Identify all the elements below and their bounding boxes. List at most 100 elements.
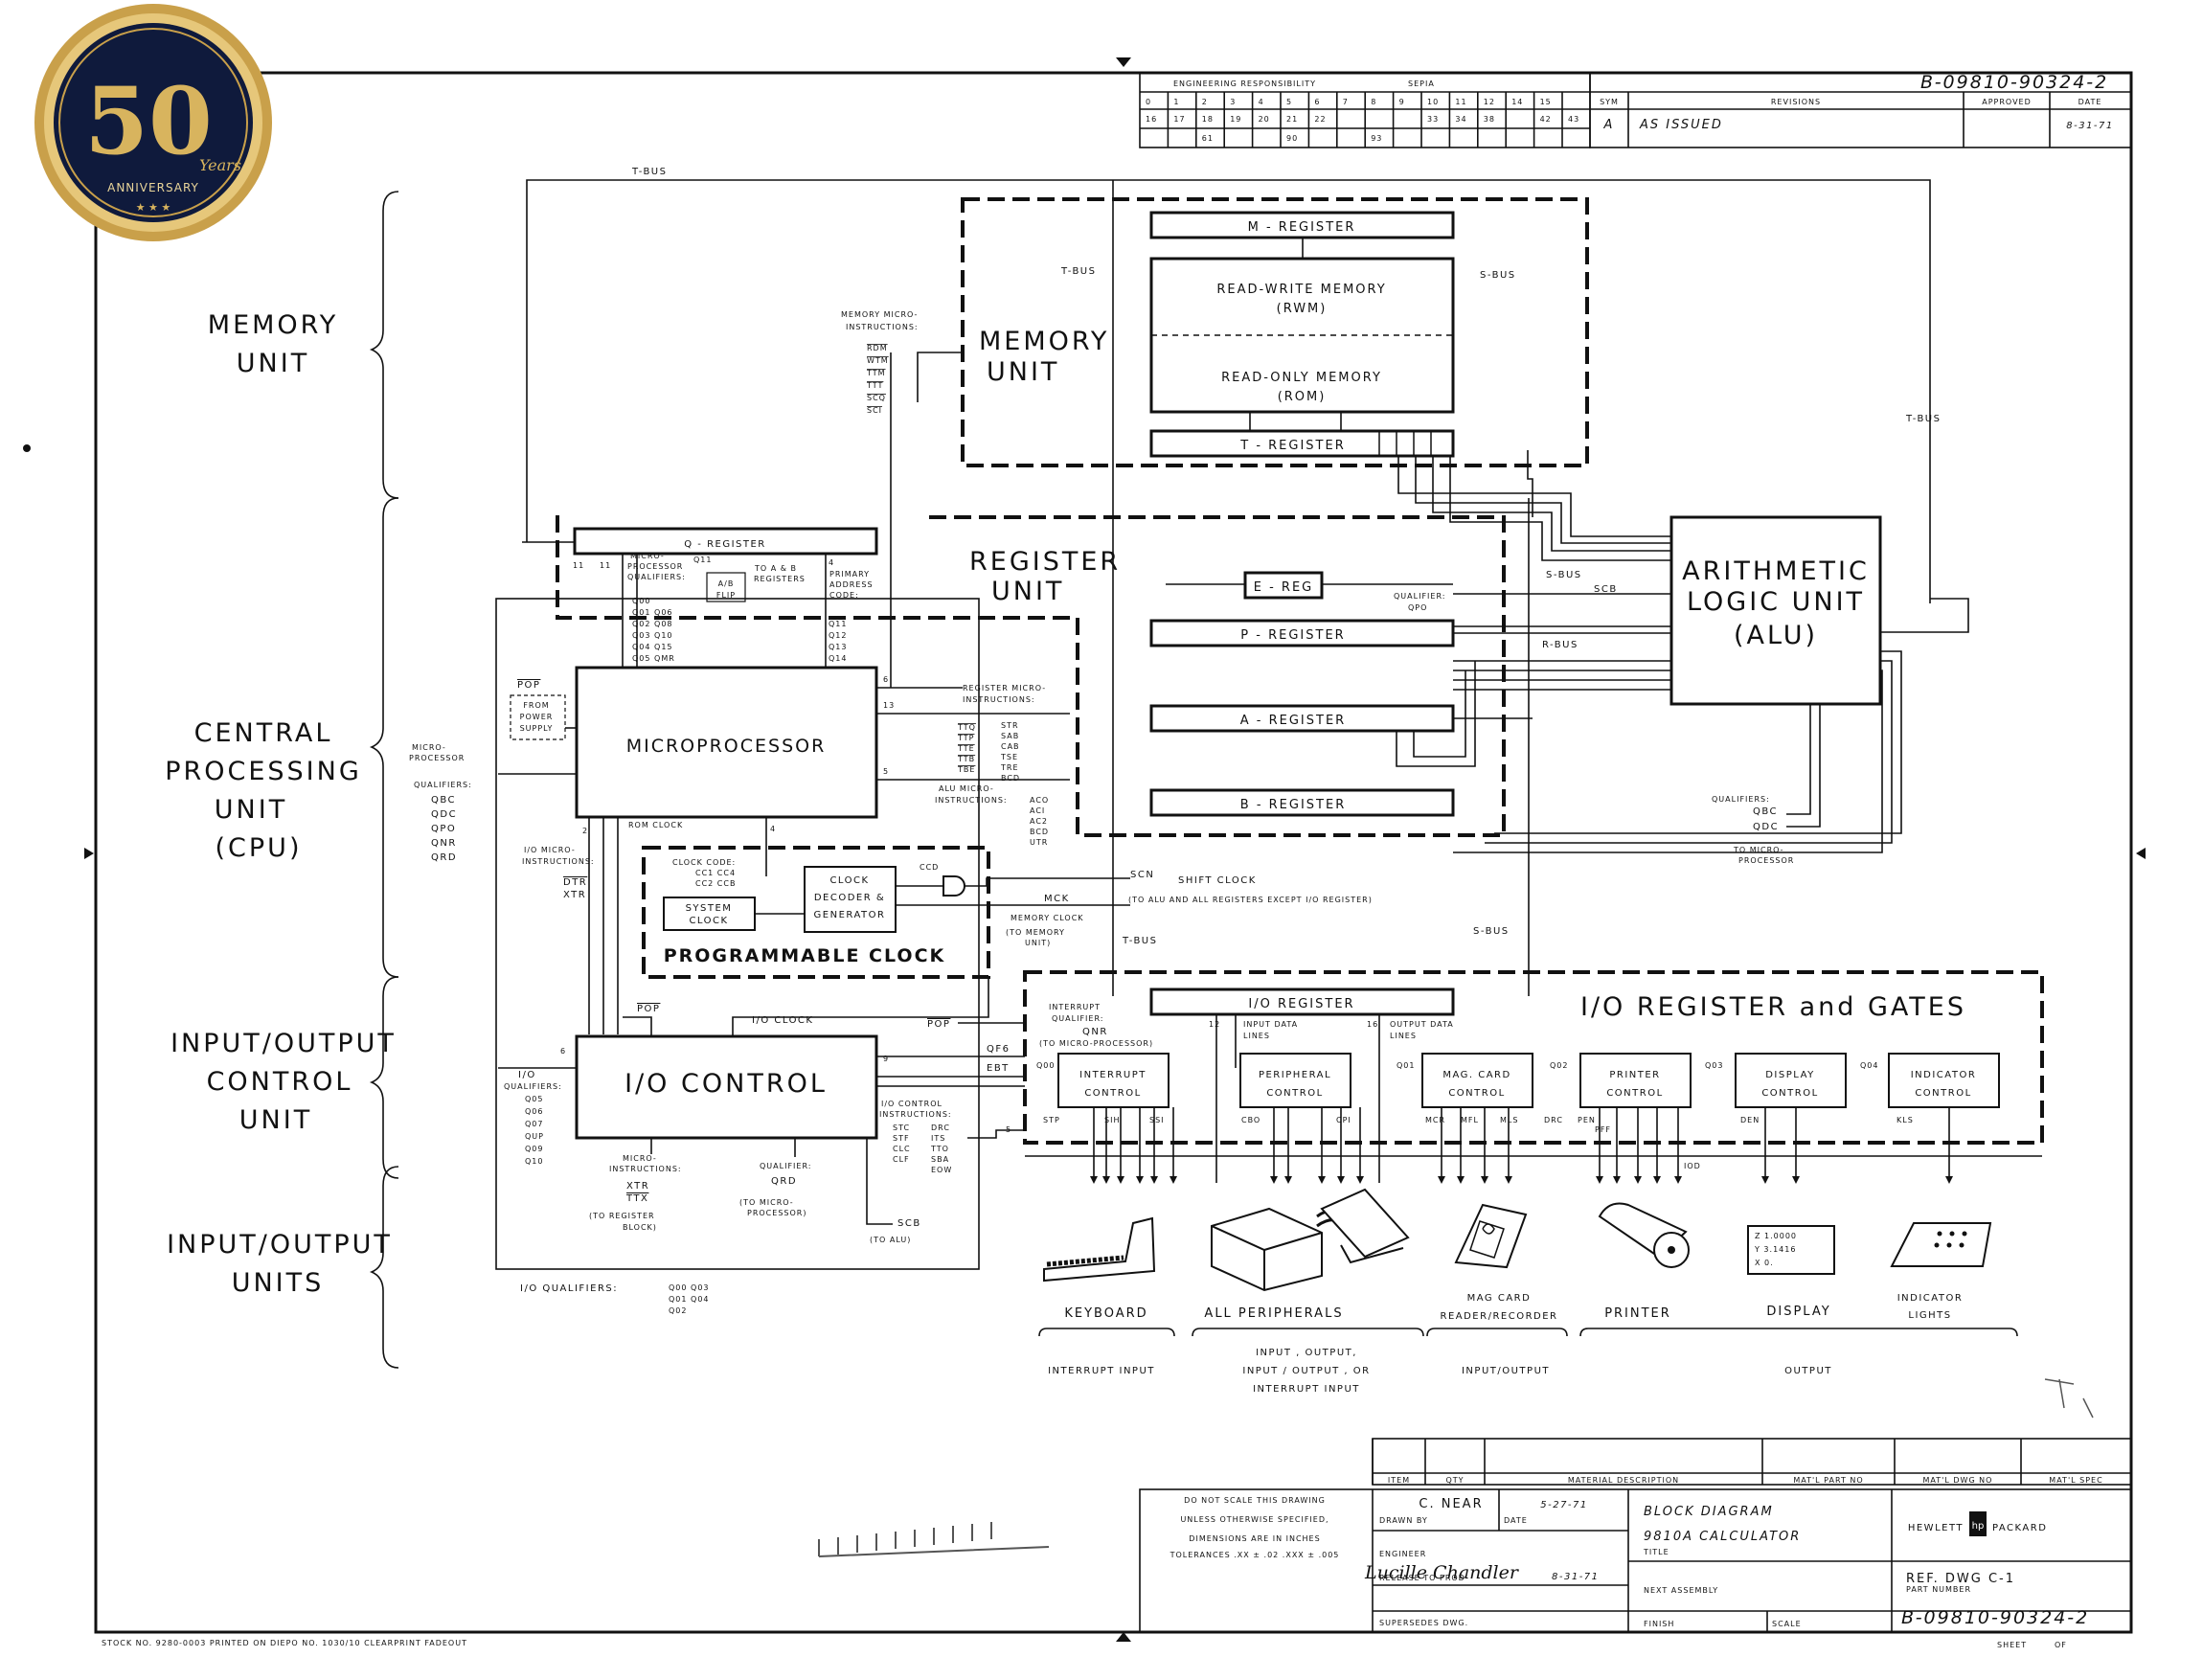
grid-cell: 42 <box>1540 115 1552 124</box>
gate-signal-label: Q01 <box>1397 1061 1415 1070</box>
rom-clock-label: ROM CLOCK <box>628 821 683 829</box>
e-register-label: E - REG <box>1254 580 1314 595</box>
io-control-op: TTO <box>930 1145 949 1153</box>
grid-cell: 34 <box>1455 115 1466 124</box>
address-code: Q11 <box>829 620 847 628</box>
register-micro-op: TRE <box>1000 763 1019 772</box>
release-label: RELEASE TO PROD <box>1379 1574 1465 1582</box>
io-register <box>1149 988 1455 1016</box>
register-micro-op: BCD <box>1001 774 1020 783</box>
rev-header-revisions: REVISIONS <box>1771 98 1821 106</box>
io-micro-xtr: XTR <box>563 890 586 900</box>
arrow-head <box>1481 1176 1488 1184</box>
memory-unit: MEMORY UNIT T-BUS S-BUS M - REGISTER REA… <box>961 197 1589 467</box>
drawing-border <box>94 71 2133 1634</box>
grid-cell: 3 <box>1230 98 1236 106</box>
rom-label-2: (ROM) <box>1278 390 1327 404</box>
io-gates-boundary <box>1023 970 2044 1145</box>
clock-decoder-1: CLOCK <box>829 875 869 886</box>
arrow-head <box>1270 1176 1278 1184</box>
q-micro-1: MICRO- <box>630 552 665 560</box>
memory-unit-boundary <box>961 197 1589 467</box>
system-clock <box>663 897 756 931</box>
microprocessor-block: MICROPROCESSOR POP FROM POWER SUPPLY MIC… <box>409 352 1070 1034</box>
gate-signal-label: Q04 <box>1860 1061 1878 1070</box>
microprocessor-qualifier: QDC <box>431 809 457 820</box>
arrow-head <box>1337 1176 1345 1184</box>
input-lines-2: LINES <box>1243 1032 1270 1040</box>
rev-sym: A <box>1603 118 1615 132</box>
register-micro-op: TBE <box>957 765 975 774</box>
from-power-1: FROM <box>523 701 549 710</box>
brace-io-units <box>369 1166 399 1369</box>
num-11b: 11 <box>600 561 611 570</box>
printer-icon <box>1598 1202 1690 1268</box>
s-bus-reg-label: S-BUS <box>1546 570 1582 580</box>
printer-label: PRINTER <box>1604 1306 1671 1321</box>
register-unit-title-2: UNIT <box>991 577 1064 606</box>
qualifier-qpo-1: QUALIFIER: <box>1394 592 1445 601</box>
to-micro2-1: (TO MICRO- <box>739 1198 794 1207</box>
address-code: Q12 <box>829 631 847 640</box>
output-mode: OUTPUT <box>1784 1366 1832 1376</box>
mag-card-control-box <box>1421 1053 1533 1108</box>
display-y: Y 3.1416 <box>1754 1245 1796 1254</box>
arrow-head <box>1457 1176 1465 1184</box>
grid-cell: 0 <box>1146 98 1151 106</box>
arrow-head <box>1613 1176 1621 1184</box>
label-cpu-2: PROCESSING <box>165 757 362 786</box>
register-micro-op: CAB <box>1001 742 1020 751</box>
grid-cell: 19 <box>1230 115 1241 124</box>
gate-signal-label: SSI <box>1149 1116 1165 1124</box>
s-bus-mem-label: S-BUS <box>1480 270 1516 281</box>
arrow-head <box>1117 1176 1124 1184</box>
mem-micro-heading-1: MEMORY MICRO- <box>841 310 918 319</box>
register-unit-boundary <box>556 515 1506 837</box>
drawing-number-top: B-09810-90324-2 <box>1920 72 2108 93</box>
microprocessor-qualifier: QRD <box>431 852 457 863</box>
indicator-control-label: INDICATOR <box>1911 1070 1977 1080</box>
t-bus-line <box>526 179 1931 603</box>
num-5a: 5 <box>883 767 889 776</box>
interrupt-qual-3: QNR <box>1082 1027 1108 1037</box>
micro-qual-3: QUALIFIERS: <box>414 781 472 789</box>
and-gate <box>943 875 965 897</box>
alu-micro-op: BCD <box>1030 828 1049 836</box>
micro-instr-1: MICRO- <box>623 1154 657 1163</box>
display-icon: Z 1.0000 Y 3.1416 X 0. <box>1747 1225 1835 1275</box>
revisions-table <box>1589 72 2132 148</box>
label-io-units-1: INPUT/OUTPUT <box>167 1230 393 1260</box>
peripheral-control-box <box>1239 1053 1351 1108</box>
io-control-instr-2: INSTRUCTIONS: <box>879 1110 952 1119</box>
brace-io-control <box>369 976 399 1179</box>
memory-unit-title-1: MEMORY <box>979 327 1109 356</box>
io-control-op: STF <box>893 1134 910 1143</box>
m-register <box>1149 211 1455 239</box>
qualifier-qrd-1: QUALIFIER: <box>760 1162 811 1170</box>
printer-control-label: CONTROL <box>1606 1088 1663 1099</box>
pop-label: POP <box>517 680 540 691</box>
t-bus: T-BUS T-BUS <box>526 167 1940 996</box>
io-control-instr-1: I/O CONTROL <box>881 1100 943 1108</box>
microprocessor <box>575 666 878 819</box>
io-register-gates: I/O REGISTER and GATES I/O REGISTER 12 1… <box>1023 970 2044 1184</box>
p-register-label: P - REGISTER <box>1240 628 1345 643</box>
io-micro-dtr: DTR <box>563 877 587 888</box>
programmable-clock-boundary <box>642 846 990 979</box>
s-bus-io-label: S-BUS <box>1473 926 1510 937</box>
ccd-label: CCD <box>920 863 939 872</box>
grid-cell: 6 <box>1314 98 1320 106</box>
micro-instr-ttx: TTX <box>625 1193 648 1204</box>
t-bus-clock-label: T-BUS <box>1122 936 1157 946</box>
memory-clock-1: MEMORY CLOCK <box>1011 914 1084 922</box>
t-bus-mem-label: T-BUS <box>1060 266 1096 277</box>
